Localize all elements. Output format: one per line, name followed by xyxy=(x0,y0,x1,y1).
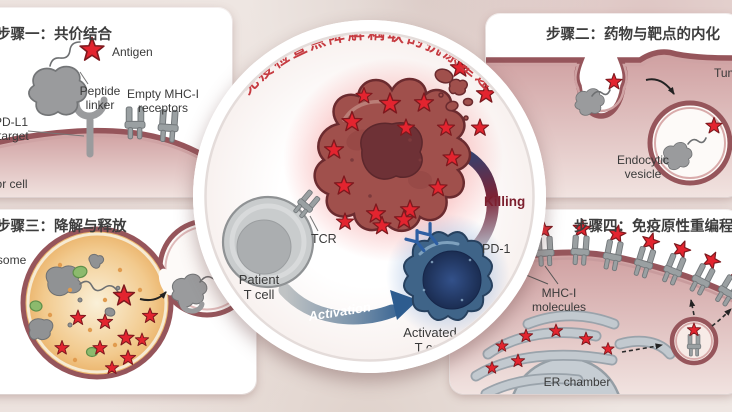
empty-mhc-label-2: receptors xyxy=(138,101,188,115)
peptide-pointer-line xyxy=(79,71,89,85)
endocytic-vesicle-label-1: Endocytic xyxy=(617,153,669,167)
tumor-cell-label-step2: Tumor cell xyxy=(714,66,732,80)
panel-step2-internalization: 步骤二：药物与靶点的内化 Tumor cell Endocytic vesicl… xyxy=(486,14,732,197)
fusion-neck xyxy=(158,268,176,296)
activated-t-cell-label-1: Activated xyxy=(403,325,456,340)
internalization-arrow xyxy=(645,78,675,95)
endocytic-vesicle-label-2: vesicle xyxy=(625,167,662,181)
patient-t-cell-label-1: Patient xyxy=(239,272,280,287)
lysosome-dots xyxy=(47,262,143,363)
tcr-pointer-line xyxy=(309,215,319,232)
pdl1-target-label-2: target xyxy=(0,129,29,143)
cell-fragments-icon xyxy=(434,68,474,121)
panel-step1-covalent-binding: 步骤一：共价结合 Antigen Peptide linker Empty MH… xyxy=(0,8,232,197)
tumor-nucleus xyxy=(360,121,423,180)
peptide-linker-icon xyxy=(49,41,81,67)
degraded-fragments-icon xyxy=(28,253,121,341)
patient-t-cell-icon xyxy=(221,195,315,289)
activated-t-cell-icon xyxy=(403,231,493,321)
linker-in-lysosome-icon xyxy=(79,280,119,293)
empty-mhc-label-1: Empty MHC-I xyxy=(127,87,199,101)
killing-label: Killing xyxy=(484,194,525,209)
patient-t-cell-label-2: T cell xyxy=(244,287,275,302)
mhc-molecules-label-2: molecules xyxy=(532,300,586,314)
endocytic-vesicle-icon xyxy=(647,100,732,186)
step2-title: 步骤二：药物与靶点的内化 xyxy=(546,25,720,43)
release-arrow xyxy=(139,291,167,302)
peptide-linker-label-2: linker xyxy=(86,98,115,112)
step3-title: 步骤三：降解与释放 xyxy=(0,217,127,235)
peptide-linker-label-1: Peptide xyxy=(80,84,121,98)
mhc-molecules-label-1: MHC-I xyxy=(542,286,577,300)
pd1-receptors-icon xyxy=(404,221,439,253)
transport-vesicle-icon xyxy=(669,316,719,366)
tumor-cell-label-step1: Tumor cell xyxy=(0,177,28,191)
step4-title: 步骤四：免疫原性重编程 xyxy=(574,217,732,235)
trafficking-arrows xyxy=(621,299,732,353)
activation-arrow xyxy=(278,283,418,325)
er-chamber-icon xyxy=(470,310,676,394)
lysosome-label: Lysosome xyxy=(0,253,27,267)
er-chamber-label: ER chamber xyxy=(544,375,611,389)
pd1-label: PD-1 xyxy=(482,242,511,256)
enzyme-blobs-icon xyxy=(29,265,99,358)
pdl1-target-label-1: PD-L1 xyxy=(0,115,28,129)
central-circle-antigen-presentation: 免疫检查点降解耦联的抗原呈递 TCR Patient T cell Activa… xyxy=(193,20,546,373)
drug-in-pocket-icon xyxy=(572,72,623,118)
antigen-label: Antigen xyxy=(112,45,153,59)
step1-title: 步骤一：共价结合 xyxy=(0,25,112,43)
degrader-drug-icon xyxy=(28,65,88,117)
tcr-label: TCR xyxy=(311,232,337,246)
